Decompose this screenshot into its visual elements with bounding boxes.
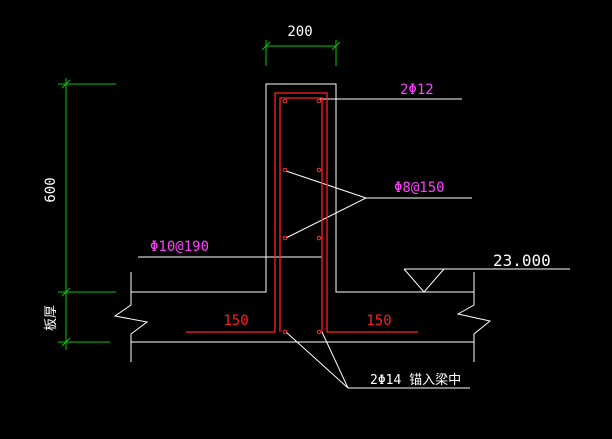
rebar-dots	[282, 98, 322, 335]
rebar-dot	[316, 235, 322, 241]
right-extension-label: 150	[366, 313, 391, 329]
rebar-left-leg	[186, 92, 418, 333]
rebar-dot	[316, 329, 322, 335]
vertical-dim-tick-mid	[61, 287, 71, 297]
top-dim-tick-right	[331, 41, 341, 51]
dimension-lines	[58, 40, 341, 350]
stirrups-leader	[285, 170, 368, 239]
reinforcement	[186, 92, 418, 333]
elevation-label: 23.000	[493, 251, 551, 270]
top-width-dimension: 200	[287, 24, 312, 40]
wall-height-dimension: 600	[43, 177, 59, 202]
rebar-dot	[316, 167, 322, 173]
anchor-note-label: 2Φ14 锚入梁中	[370, 373, 461, 388]
left-break-line	[113, 272, 149, 362]
anchor-leader	[285, 331, 349, 389]
top-bars-label: 2Φ12	[400, 82, 434, 98]
right-break-line	[456, 272, 492, 362]
distribution-bars-label: Φ10@190	[150, 239, 209, 255]
slab-thickness-label: 板厚	[44, 305, 59, 331]
left-extension-label: 150	[223, 313, 248, 329]
rebar-dot	[282, 167, 288, 173]
elevation-triangle	[403, 268, 445, 293]
vertical-dim-tick-bottom	[61, 337, 71, 347]
top-dim-tick-left	[261, 41, 271, 51]
upstand-wall-outline	[131, 83, 474, 293]
rebar-dot	[282, 235, 288, 241]
concrete-outline	[113, 83, 570, 389]
vertical-dim-tick-top	[61, 79, 71, 89]
stirrups-label: Φ8@150	[394, 180, 445, 196]
rebar-dot	[282, 98, 288, 104]
rebar-inner-loop	[279, 97, 323, 332]
rebar-dot	[282, 329, 288, 335]
rebar-dot	[316, 98, 322, 104]
